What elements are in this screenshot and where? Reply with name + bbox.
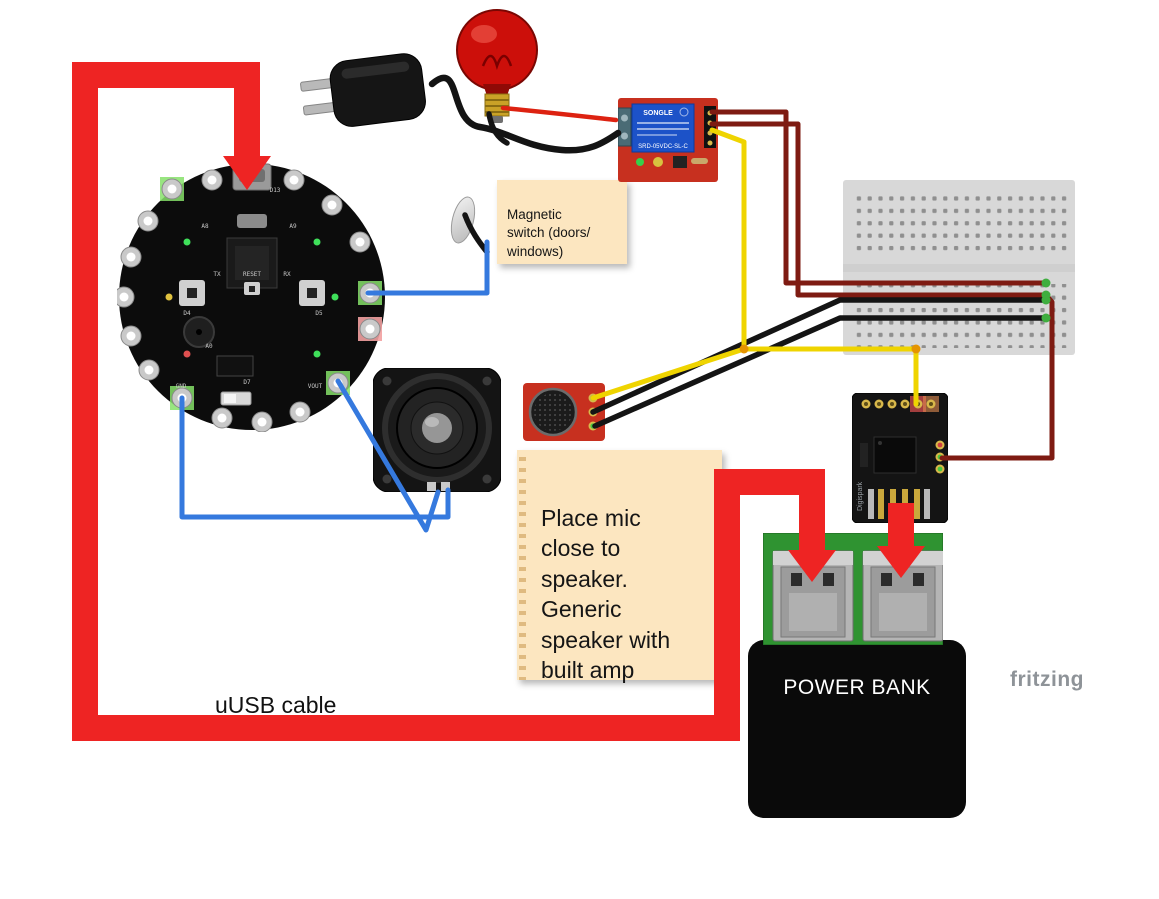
crystal — [237, 214, 267, 228]
svg-text:RESET: RESET — [243, 271, 261, 278]
usb-output-board — [763, 533, 943, 645]
svg-text:D13: D13 — [270, 187, 281, 194]
svg-text:RX: RX — [283, 271, 291, 278]
note-mic-placement-text: Place mic close to speaker. Generic spea… — [541, 504, 671, 684]
uusb-cable-label: uUSB cable — [215, 692, 337, 718]
note-mic-placement: Place mic close to speaker. Generic spea… — [517, 450, 722, 683]
speaker-terminal — [441, 482, 450, 491]
microphone-module — [523, 383, 605, 441]
relay-brand: SONGLE — [643, 110, 673, 117]
speaker — [373, 368, 501, 492]
svg-text:VOUT: VOUT — [308, 383, 323, 390]
mic-pad — [590, 409, 596, 415]
digispark-side-pads — [935, 440, 945, 474]
relay-model: SRD-05VDC-SL-C — [638, 144, 688, 150]
battery-connector — [216, 355, 254, 377]
ac-plug — [296, 44, 445, 140]
circuit-playground-board: D13 A8 A9 TX RESET RX D4 D5 A0 D7 GND VO… — [117, 162, 387, 432]
plug-body — [329, 53, 426, 127]
mic-pad — [590, 395, 596, 401]
svg-text:GND: GND — [176, 383, 187, 390]
usb-port-right — [862, 550, 943, 642]
yellow-wire-mic — [590, 346, 747, 401]
svg-text:A0: A0 — [205, 343, 213, 350]
power-bank-label: POWER BANK — [783, 676, 931, 699]
breadboard — [843, 180, 1075, 355]
breadboard-top-bank — [851, 192, 1067, 254]
svg-text:A9: A9 — [289, 223, 297, 230]
relay-led — [636, 158, 644, 166]
speaker-dome — [422, 413, 452, 443]
light-bulb — [452, 6, 544, 132]
digispark-board: Digispark — [852, 393, 948, 523]
svg-text:TX: TX — [213, 271, 221, 278]
note-magnetic-switch-text: Magnetic switch (doors/ windows) — [507, 207, 591, 259]
mic-pad — [590, 423, 596, 429]
magnetic-switch — [446, 194, 480, 246]
digispark-label: Digispark — [857, 481, 864, 511]
svg-text:D7: D7 — [243, 379, 251, 386]
power-bank: POWER BANK — [748, 640, 966, 818]
svg-text:D4: D4 — [183, 310, 191, 317]
breadboard-bottom-bank — [851, 284, 1067, 348]
bulb-glass — [456, 9, 538, 91]
speaker-terminal — [427, 482, 436, 491]
svg-text:A8: A8 — [201, 223, 209, 230]
fritzing-logo: fritzing — [1010, 668, 1084, 691]
usb-port-left — [772, 550, 854, 642]
svg-text:D5: D5 — [315, 310, 323, 317]
note-magnetic-switch: Magnetic switch (doors/ windows) — [497, 180, 627, 264]
wire-junction — [739, 344, 749, 354]
relay-module: SONGLE SRD-05VDC-SL-C — [618, 98, 718, 182]
relay-screw-terminal — [618, 107, 632, 147]
